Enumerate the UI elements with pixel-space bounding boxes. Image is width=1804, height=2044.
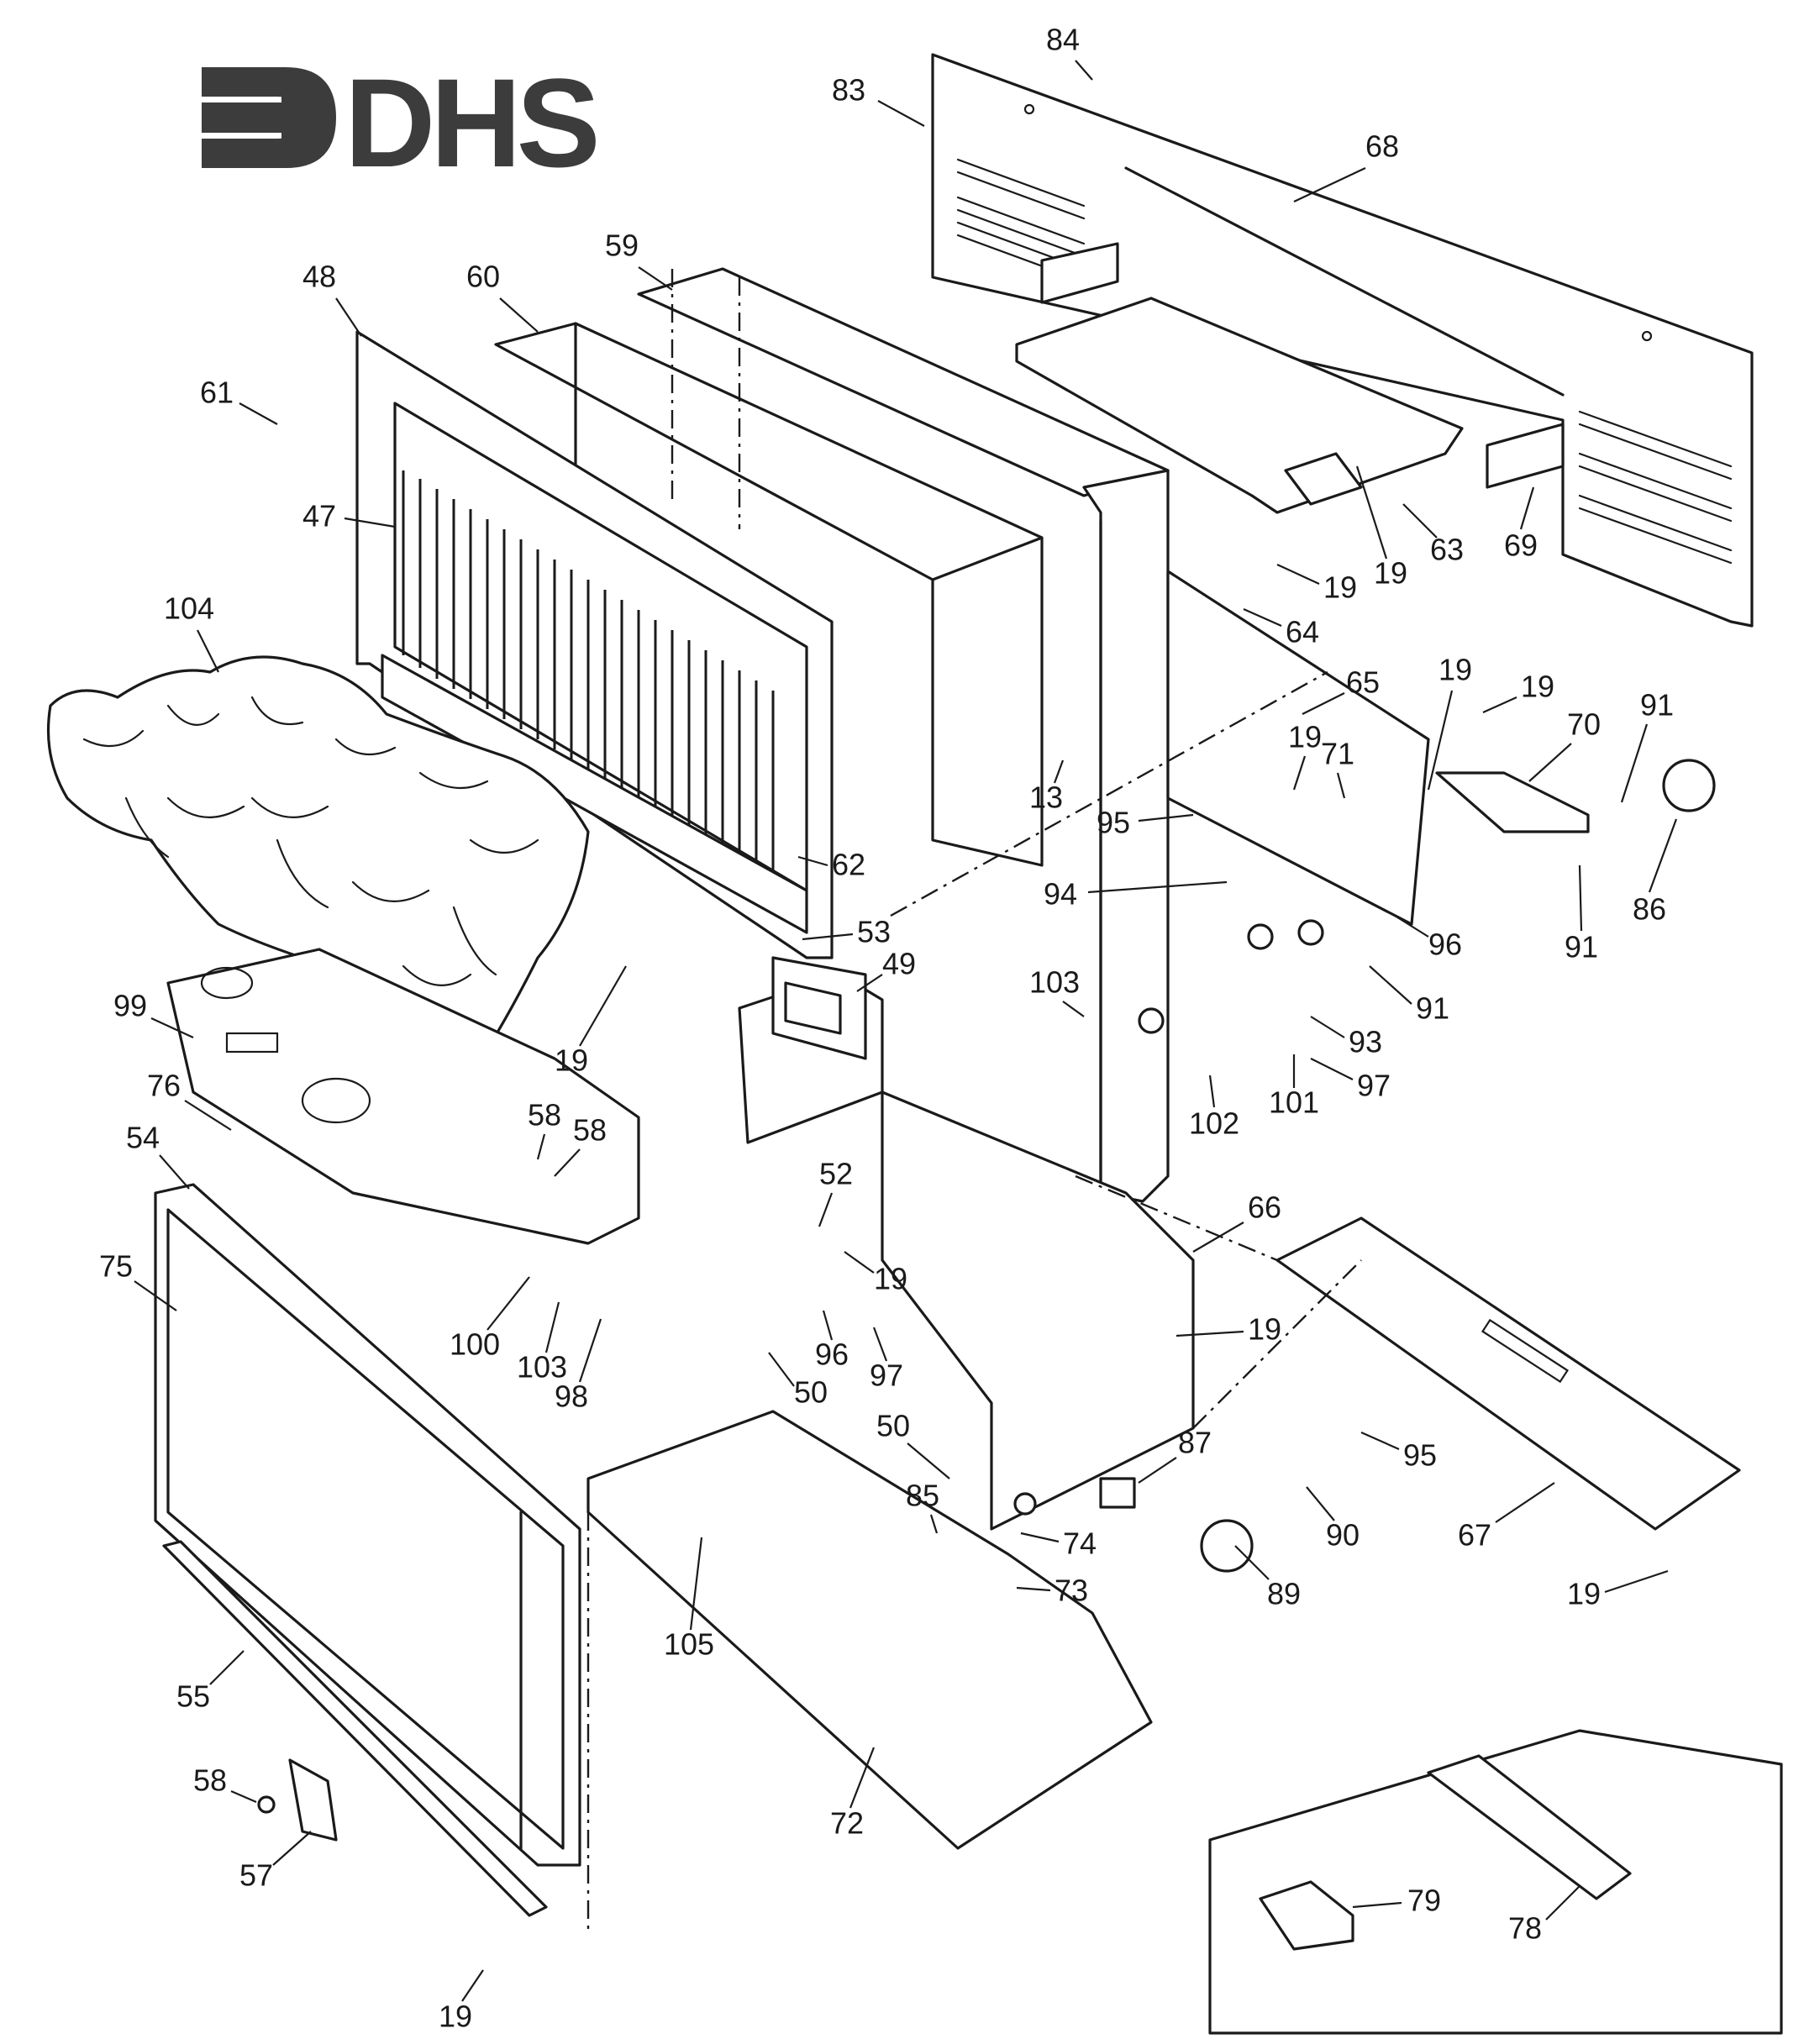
callout-60: 60 <box>466 260 500 294</box>
callout-103-a: 103 <box>1029 965 1080 1000</box>
callout-102: 102 <box>1189 1106 1239 1141</box>
part-104-ceramic-logs <box>46 655 590 1096</box>
part-99-76-burner-tray <box>166 948 640 1245</box>
callout-78: 78 <box>1508 1911 1542 1946</box>
callout-71: 71 <box>1321 737 1354 771</box>
callout-19-c: 19 <box>1438 653 1472 687</box>
callout-91-c: 91 <box>1416 991 1449 1026</box>
callout-87: 87 <box>1178 1426 1212 1460</box>
callout-76: 76 <box>147 1069 181 1103</box>
callout-79: 79 <box>1407 1884 1441 1918</box>
callout-labels: 84 83 68 59 60 48 61 47 104 62 53 49 19 … <box>99 23 1678 2034</box>
callout-48: 48 <box>302 260 336 294</box>
callout-84: 84 <box>1046 23 1080 57</box>
callout-68: 68 <box>1365 129 1399 164</box>
callout-64: 64 <box>1286 615 1319 649</box>
callout-95-b: 95 <box>1403 1438 1437 1473</box>
callout-69: 69 <box>1504 528 1538 563</box>
callout-52: 52 <box>819 1157 853 1191</box>
callout-50-a: 50 <box>794 1375 828 1410</box>
part-67-tray <box>1275 1216 1741 1531</box>
callout-49: 49 <box>882 947 916 981</box>
callout-90: 90 <box>1326 1518 1360 1553</box>
part-49-front-panel <box>738 956 884 1144</box>
callout-19-f: 19 <box>555 1043 588 1078</box>
callout-19-j: 19 <box>439 1999 472 2034</box>
callout-97-a: 97 <box>1357 1069 1391 1103</box>
part-66-lower-side-panel <box>881 1090 1195 1531</box>
callout-93: 93 <box>1349 1025 1382 1059</box>
callout-58-b: 58 <box>573 1113 607 1148</box>
callout-85: 85 <box>906 1479 939 1513</box>
callout-62: 62 <box>832 848 865 882</box>
callout-19-e: 19 <box>1288 720 1322 754</box>
callout-99: 99 <box>113 989 147 1023</box>
callout-72: 72 <box>830 1806 864 1841</box>
callout-70: 70 <box>1567 707 1601 742</box>
assembly-lines <box>586 670 1362 1932</box>
callout-104: 104 <box>164 591 214 626</box>
callout-73: 73 <box>1055 1574 1088 1608</box>
callout-55: 55 <box>176 1679 210 1714</box>
callout-58-c: 58 <box>193 1763 227 1798</box>
callout-65: 65 <box>1346 665 1380 700</box>
part-57-bracket <box>257 1758 338 1842</box>
callout-66: 66 <box>1248 1190 1281 1225</box>
callout-86: 86 <box>1633 892 1666 927</box>
callout-61: 61 <box>200 376 234 410</box>
callout-58-a: 58 <box>528 1098 561 1132</box>
callout-89: 89 <box>1267 1577 1301 1611</box>
callout-97-b: 97 <box>870 1358 903 1393</box>
callout-95-a: 95 <box>1097 806 1130 840</box>
part-47-48-heat-exchanger <box>355 330 834 959</box>
callout-57: 57 <box>239 1858 273 1893</box>
callout-96-b: 96 <box>815 1337 849 1372</box>
callout-105: 105 <box>664 1627 714 1662</box>
callout-19-g: 19 <box>874 1262 907 1296</box>
callout-19-d: 19 <box>1521 670 1554 704</box>
callout-96-a: 96 <box>1428 927 1462 962</box>
dhs-logo: DHS <box>202 52 602 193</box>
callout-91-a: 91 <box>1640 688 1674 722</box>
callout-91-b: 91 <box>1565 930 1598 964</box>
callout-101: 101 <box>1269 1085 1319 1120</box>
callout-50-b: 50 <box>876 1409 910 1443</box>
callout-67: 67 <box>1458 1518 1491 1553</box>
part-55-bottom-trim <box>162 1540 548 1917</box>
callout-53: 53 <box>857 915 891 949</box>
callout-83: 83 <box>832 73 865 108</box>
part-63-shelf <box>1015 297 1464 514</box>
part-68-rear-panel <box>931 53 1754 628</box>
callout-19-i: 19 <box>1567 1577 1601 1611</box>
callout-13: 13 <box>1029 780 1063 815</box>
callout-63: 63 <box>1430 533 1464 567</box>
callout-103-b: 103 <box>517 1350 567 1385</box>
callout-94: 94 <box>1044 877 1077 912</box>
callout-19-a: 19 <box>1323 570 1357 605</box>
part-59-60-inner-boxes <box>494 267 1170 867</box>
small-parts <box>1013 759 1716 1573</box>
inset-box <box>1208 1729 1783 2035</box>
callout-19-h: 19 <box>1248 1312 1281 1347</box>
callout-59: 59 <box>605 229 639 263</box>
callout-98: 98 <box>555 1379 588 1414</box>
logo-text: DHS <box>344 52 597 193</box>
part-54-75-glass-frame <box>154 1183 581 1867</box>
callout-47: 47 <box>302 499 336 533</box>
heat-exchanger-fins <box>402 470 775 880</box>
callout-74: 74 <box>1063 1526 1097 1561</box>
callout-100: 100 <box>450 1327 500 1362</box>
callout-75: 75 <box>99 1249 133 1284</box>
callout-19-b: 19 <box>1374 556 1407 591</box>
callout-54: 54 <box>126 1121 160 1155</box>
part-72-bottom-plate <box>586 1410 1153 1850</box>
